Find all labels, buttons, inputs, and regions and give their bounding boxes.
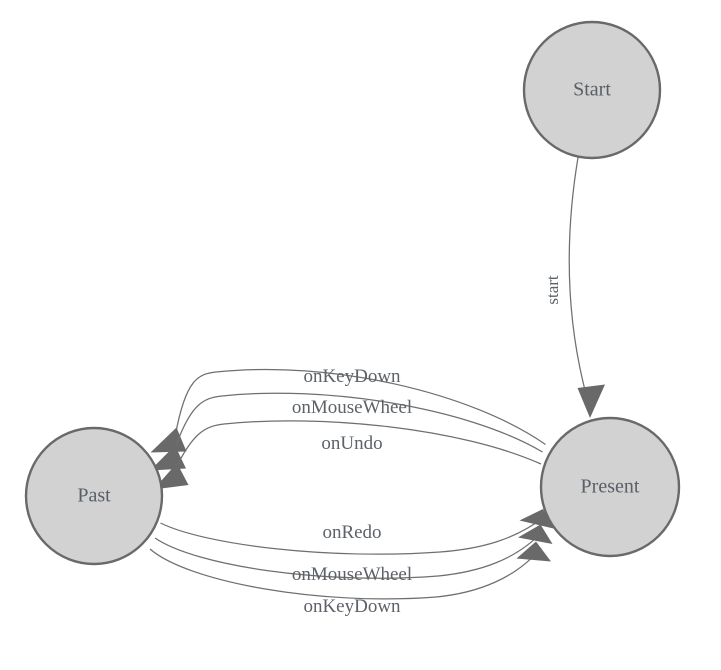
edge-undo[interactable] <box>153 420 542 490</box>
edge-label-keydown-redo: onKeyDown <box>303 596 401 617</box>
edge-path-keydown-undo <box>174 368 546 446</box>
edge-label-start: start <box>543 275 562 305</box>
arrowhead-keydown-undo <box>150 427 187 453</box>
edge-path-mousewheel-undo <box>172 392 543 453</box>
edge-keydown-redo[interactable] <box>149 541 551 600</box>
edge-keydown-undo[interactable] <box>150 368 546 453</box>
node-present-circle <box>539 416 681 558</box>
node-past-circle <box>24 426 164 566</box>
node-start-label: Start <box>573 79 611 101</box>
node-start-circle <box>522 20 662 160</box>
edge-path-keydown-redo <box>149 547 542 600</box>
edge-path-undo <box>174 420 542 471</box>
node-past[interactable]: Past <box>24 426 164 566</box>
arrowhead-undo <box>153 463 189 490</box>
node-start[interactable]: Start <box>522 20 662 160</box>
edge-start[interactable] <box>568 157 605 419</box>
arrowhead-start <box>577 384 605 418</box>
edge-mousewheel-redo[interactable] <box>154 524 553 579</box>
edge-label-undo: onUndo <box>321 433 382 454</box>
node-present[interactable]: Present <box>539 416 681 558</box>
edge-path-start <box>568 157 587 395</box>
arrowhead-keydown-redo <box>516 541 551 562</box>
arrowhead-redo <box>519 509 554 529</box>
node-present-label: Present <box>581 476 640 498</box>
edge-label-redo: onRedo <box>322 522 381 543</box>
edge-label-mousewheel-undo: onMouseWheel <box>292 397 412 418</box>
edge-label-mousewheel-redo: onMouseWheel <box>292 564 412 585</box>
edge-path-mousewheel-redo <box>154 530 544 579</box>
edge-path-redo <box>160 515 546 555</box>
arrowhead-mousewheel-redo <box>518 524 553 544</box>
node-past-label: Past <box>77 485 111 507</box>
edge-label-keydown-undo: onKeyDown <box>303 366 401 387</box>
edge-redo[interactable] <box>160 509 554 555</box>
